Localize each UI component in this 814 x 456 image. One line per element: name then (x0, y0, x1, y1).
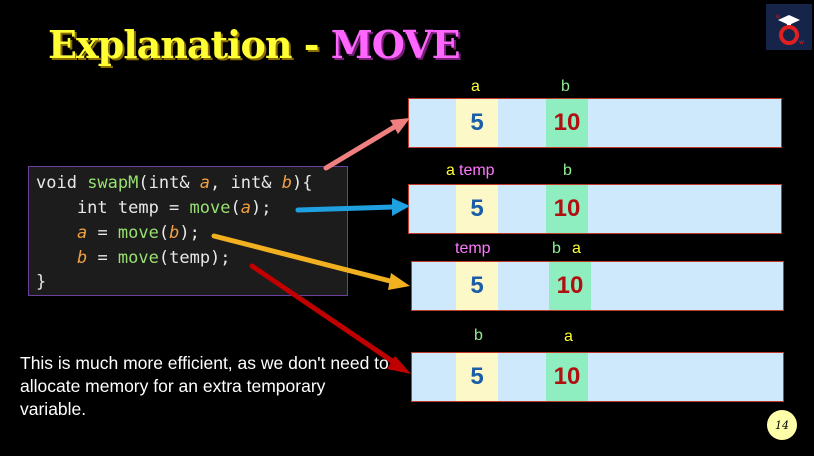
row3-label-a: a (572, 240, 581, 257)
code-line-4: b = move(temp); (76, 248, 231, 268)
code-line-1: void swapM(int& a, int& b){ (36, 173, 313, 193)
row1-cell-value-10: 10 (546, 99, 588, 147)
memory-row-1: 5 10 (408, 98, 782, 148)
row4-cell-value-5: 5 (456, 353, 498, 401)
title-explanation: Explanation - (48, 22, 331, 67)
page-number: 14 (767, 410, 797, 440)
row3-label-temp: temp (455, 240, 491, 257)
explanation-text: This is much more efficient, as we don't… (20, 353, 389, 419)
row4-label-b: b (474, 327, 483, 344)
row1-cell-value-5: 5 (456, 99, 498, 147)
svg-text:w: w (799, 39, 804, 46)
arrow-1 (323, 118, 410, 171)
row2-cell-value-5: 5 (456, 185, 498, 233)
memory-row-4: 5 10 (411, 352, 784, 402)
row3-label-b: b (552, 240, 561, 257)
code-block: void swapM(int& a, int& b){ int temp = m… (28, 166, 348, 296)
slide-title: Explanation - MOVE (48, 22, 461, 67)
memory-row-2: 5 10 (408, 184, 782, 234)
title-move: MOVE (330, 22, 461, 67)
row4-cell-value-10: 10 (546, 353, 588, 401)
row1-label-b: b (561, 78, 570, 95)
arrow-2 (295, 198, 410, 216)
svg-text:u: u (776, 13, 780, 20)
arrow-3 (211, 233, 410, 290)
code-line-3: a = move(b); (76, 223, 200, 243)
logo: u w (766, 4, 812, 50)
row3-cell-value-10: 10 (549, 262, 591, 310)
code-line-2: int temp = move(a); (36, 198, 272, 218)
row2-cell-value-10: 10 (546, 185, 588, 233)
row4-label-a: a (564, 328, 573, 345)
row2-label-temp: temp (459, 162, 495, 179)
arrow-4 (249, 263, 411, 374)
code-line-5: } (36, 272, 47, 292)
row2-label-a: a (446, 162, 455, 179)
row1-label-a: a (471, 78, 480, 95)
memory-row-3: 5 10 (411, 261, 784, 311)
row2-label-b: b (563, 162, 572, 179)
graduation-cap-logo-icon: u w (776, 13, 804, 46)
row3-cell-value-5: 5 (456, 262, 498, 310)
